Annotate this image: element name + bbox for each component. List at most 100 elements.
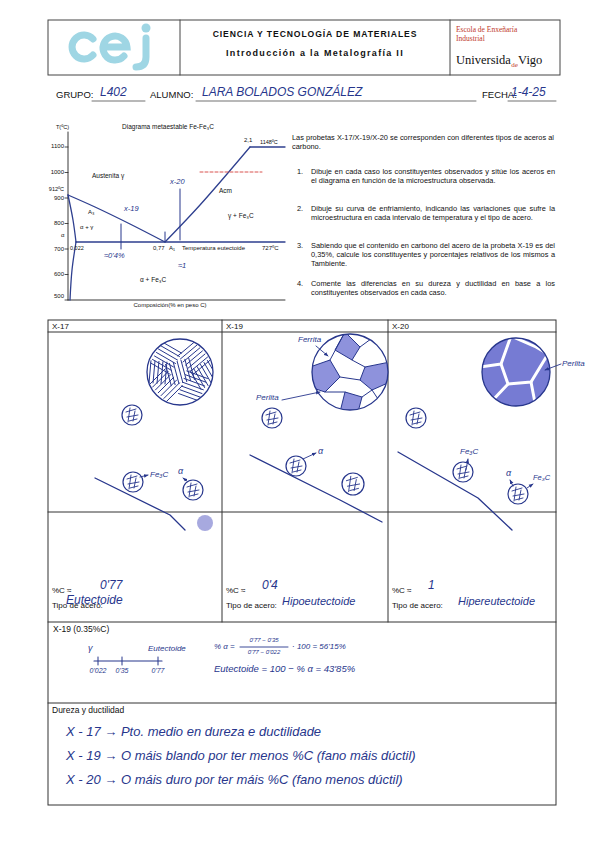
pearlite-micrograph	[153, 361, 155, 383]
structure-sketch	[514, 487, 516, 501]
handwritten-note: Perlita	[256, 393, 279, 402]
phase-diagram	[76, 241, 285, 242]
structure-sketch	[194, 486, 196, 496]
ferrite-pearlite-micrograph	[325, 392, 345, 393]
handwritten-note: x-20	[170, 178, 185, 187]
phase-label: α + Fe₃C	[140, 276, 166, 283]
section-heading: X-19 (0.35%C)	[53, 625, 109, 635]
handwritten-note: Perlita	[562, 359, 585, 368]
instruction-text: Comente las diferencias en su dureza y d…	[311, 280, 555, 298]
axis-tick: 912ºC	[49, 186, 64, 192]
pearlite-cementite-micrograph	[480, 336, 511, 367]
school-logo	[136, 38, 146, 67]
handwritten-entry: 0'77	[100, 579, 122, 593]
leader-arrow	[466, 459, 468, 470]
pearlite-micrograph	[161, 362, 163, 384]
sample-cell: X-20%C ≈Tipo de acero:	[388, 320, 556, 622]
phase-diagram	[65, 300, 68, 301]
pearlite-cementite-micrograph	[480, 336, 550, 408]
column-heading: X-19	[226, 322, 243, 331]
structure-sketch	[273, 414, 275, 424]
lever-scale	[240, 647, 288, 648]
sample-cell: X-17%C ≈Tipo de acero:	[48, 320, 222, 622]
handwritten-answer: X - 17 → Pto. medio en dureza e ductilid…	[66, 725, 321, 740]
handwritten-note: x-19	[124, 205, 139, 214]
pearlite-micrograph	[147, 339, 213, 405]
structure-sketch	[342, 473, 364, 495]
course-title: CIENCIA Y TECNOLOGÍA DE MATERIALES	[213, 30, 418, 40]
phase-label: α	[61, 232, 64, 239]
handwritten-note: γ	[88, 643, 93, 653]
lever-scale	[158, 657, 159, 665]
axis-tick: 1000	[51, 169, 64, 176]
cooling-curve	[95, 452, 512, 530]
header-frame	[48, 20, 560, 75]
leader-arrow	[140, 346, 561, 488]
structure-sketch	[128, 408, 130, 422]
phase-label: A₁	[169, 245, 175, 252]
handwritten-note: Ferrita	[298, 335, 321, 344]
formula-text: % α =	[214, 642, 235, 651]
handwritten-entry: Hipereutectoide	[458, 595, 535, 608]
phase-diagram	[65, 198, 68, 199]
pearlite-micrograph	[141, 339, 222, 405]
structure-sketch	[459, 465, 461, 479]
form-field: ALUMNO:	[150, 90, 193, 101]
handwritten-note: Fe₃C	[460, 447, 478, 456]
phase-label: 1148ºC	[260, 139, 278, 145]
pearlite-micrograph	[158, 349, 177, 360]
pearlite-micrograph	[154, 356, 173, 367]
phase-label: A₃	[88, 209, 94, 216]
handwritten-note: Fe₃C	[150, 470, 168, 479]
pearlite-micrograph	[165, 362, 167, 384]
school-logo	[142, 24, 151, 33]
diagram-title: Diagrama metaestable Fe-Fe₃C	[122, 123, 214, 130]
pearlite-micrograph	[181, 386, 202, 394]
table-grid	[48, 320, 556, 805]
pearlite-micrograph	[179, 394, 200, 402]
structure-sketch	[133, 411, 135, 421]
structure-sketch	[189, 483, 191, 497]
fill-in-line	[196, 101, 476, 102]
structure-sketch	[406, 408, 426, 428]
phase-diagram	[65, 132, 285, 300]
axis-tick: 0,022	[70, 245, 84, 251]
list-number: 2.	[297, 205, 303, 214]
school-name: Escola de Enxeñaría Industrial	[456, 25, 540, 43]
structure-sketch	[349, 476, 351, 491]
handwritten-note: α	[318, 446, 323, 456]
list-number: 3.	[297, 242, 303, 251]
pearlite-cementite-micrograph	[482, 338, 550, 406]
handwritten-note: α	[178, 466, 183, 476]
pearlite-micrograph	[190, 370, 201, 389]
leader-arrow	[282, 392, 320, 400]
university-name: de	[511, 61, 518, 69]
pearlite-micrograph	[201, 364, 212, 383]
phase-diagram	[65, 274, 68, 275]
structure-sketch	[123, 472, 143, 492]
phase-label: 2,1	[244, 137, 252, 144]
pearlite-cementite-micrograph	[508, 354, 548, 384]
table-grid	[48, 512, 556, 513]
pearlite-micrograph	[194, 368, 205, 387]
ferrite-pearlite-micrograph	[312, 334, 388, 410]
pearlite-cementite-micrograph	[531, 382, 536, 408]
table-grid	[48, 320, 556, 805]
leader-arrow	[316, 346, 328, 356]
formula-text: 0'77 − 0'35	[249, 637, 278, 644]
phase-label: 727ºC	[262, 245, 279, 252]
structure-sketch	[292, 459, 294, 473]
phase-label: Temperatura eutectoide	[182, 245, 245, 252]
handwritten-answer: X - 20 → O máis duro por ter máis %C (fa…	[66, 773, 403, 788]
structure-sketch	[122, 405, 142, 425]
section-heading: Dureza y ductilidad	[52, 706, 124, 716]
axis-tick: 800	[54, 220, 64, 227]
sample-cell: X-19%C ≈Tipo de acero:	[222, 320, 388, 622]
structure-sketch	[183, 480, 203, 500]
table-grid	[48, 332, 556, 333]
phase-diagram	[65, 172, 68, 173]
pearlite-micrograph	[197, 366, 208, 385]
list-number: 4.	[297, 280, 303, 289]
